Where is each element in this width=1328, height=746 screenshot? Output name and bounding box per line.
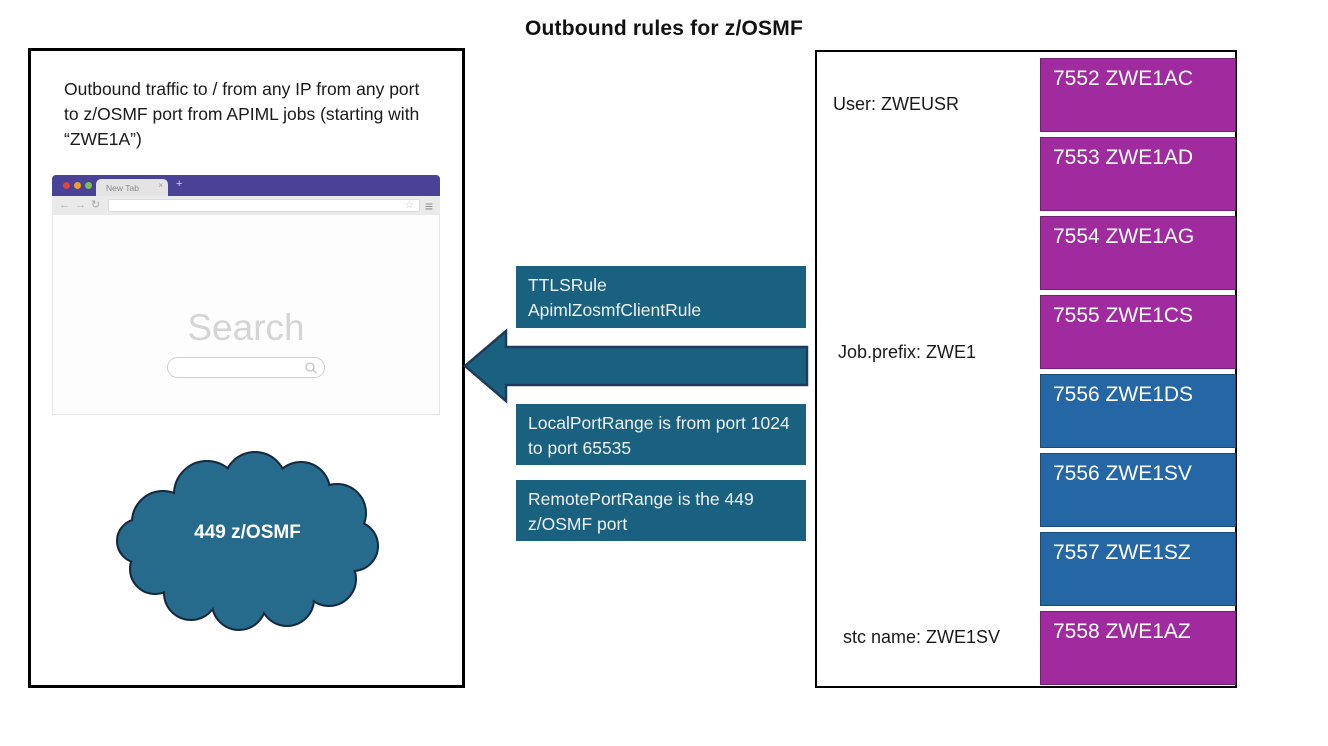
- address-bar[interactable]: ☆: [108, 199, 420, 212]
- remote-port-range-text: RemotePortRange is the 449 z/OSMF port: [528, 489, 754, 534]
- job-box: 7557 ZWE1SZ: [1040, 532, 1236, 606]
- user-label: User: ZWEUSR: [833, 94, 959, 114]
- reload-icon[interactable]: ↻: [91, 199, 101, 211]
- ttls-rule-line2: ApimlZosmfClientRule: [528, 299, 702, 320]
- page-title: Outbound rules for z/OSMF: [525, 17, 803, 40]
- job-box: 7556 ZWE1SV: [1040, 453, 1236, 527]
- job-box: 7556 ZWE1DS: [1040, 374, 1236, 448]
- remote-port-range-box: RemotePortRange is the 449 z/OSMF port: [516, 480, 806, 541]
- zosmf-port-label: 449 z/OSMF: [194, 522, 301, 543]
- browser-title-bar: New Tab × +: [52, 175, 440, 196]
- search-heading: Search: [187, 307, 305, 348]
- browser-tab-label: New Tab: [106, 183, 139, 193]
- job-box: 7558 ZWE1AZ: [1040, 611, 1236, 685]
- ttls-rule-line1: TTLSRule: [528, 275, 607, 295]
- browser-page: Search: [52, 215, 440, 415]
- outbound-traffic-description: Outbound traffic to / from any IP from a…: [64, 79, 420, 150]
- job-prefix-label: Job.prefix: ZWE1: [838, 342, 977, 362]
- tab-close-icon[interactable]: ×: [158, 181, 163, 190]
- magnifier-icon: [305, 362, 317, 374]
- job-box: 7552 ZWE1AC: [1040, 58, 1236, 132]
- job-box: 7554 ZWE1AG: [1040, 216, 1236, 290]
- job-box: 7553 ZWE1AD: [1040, 137, 1236, 211]
- forward-icon[interactable]: →: [75, 199, 86, 211]
- bookmark-star-icon[interactable]: ☆: [404, 199, 414, 211]
- jobs-panel: User: ZWEUSR Job.prefix: ZWE1 stc name: …: [815, 50, 1237, 688]
- outbound-traffic-panel: Outbound traffic to / from any IP from a…: [28, 48, 465, 688]
- job-list: 7552 ZWE1AC 7553 ZWE1AD 7554 ZWE1AG 7555…: [1040, 58, 1236, 685]
- browser-mockup: New Tab × + ← → ↻ ☆ ≡ Search: [52, 175, 440, 415]
- stc-name-label: stc name: ZWE1SV: [843, 627, 1001, 647]
- zosmf-cloud-shape: [116, 451, 379, 631]
- left-arrow-shape: [463, 328, 809, 404]
- browser-tab[interactable]: New Tab ×: [96, 179, 168, 196]
- search-input[interactable]: [167, 357, 325, 378]
- local-port-range-text: LocalPortRange is from port 1024 to port…: [528, 413, 790, 458]
- local-port-range-box: LocalPortRange is from port 1024 to port…: [516, 404, 806, 465]
- browser-toolbar: ← → ↻ ☆ ≡: [52, 196, 440, 215]
- window-close-dot-icon[interactable]: [63, 182, 70, 189]
- window-maximize-dot-icon[interactable]: [85, 182, 92, 189]
- back-icon[interactable]: ←: [59, 199, 70, 211]
- hamburger-menu-icon[interactable]: ≡: [424, 197, 433, 214]
- window-minimize-dot-icon[interactable]: [74, 182, 81, 189]
- new-tab-icon[interactable]: +: [176, 178, 183, 190]
- ttls-rule-box: TTLSRule ApimlZosmfClientRule: [516, 266, 806, 328]
- job-box: 7555 ZWE1CS: [1040, 295, 1236, 369]
